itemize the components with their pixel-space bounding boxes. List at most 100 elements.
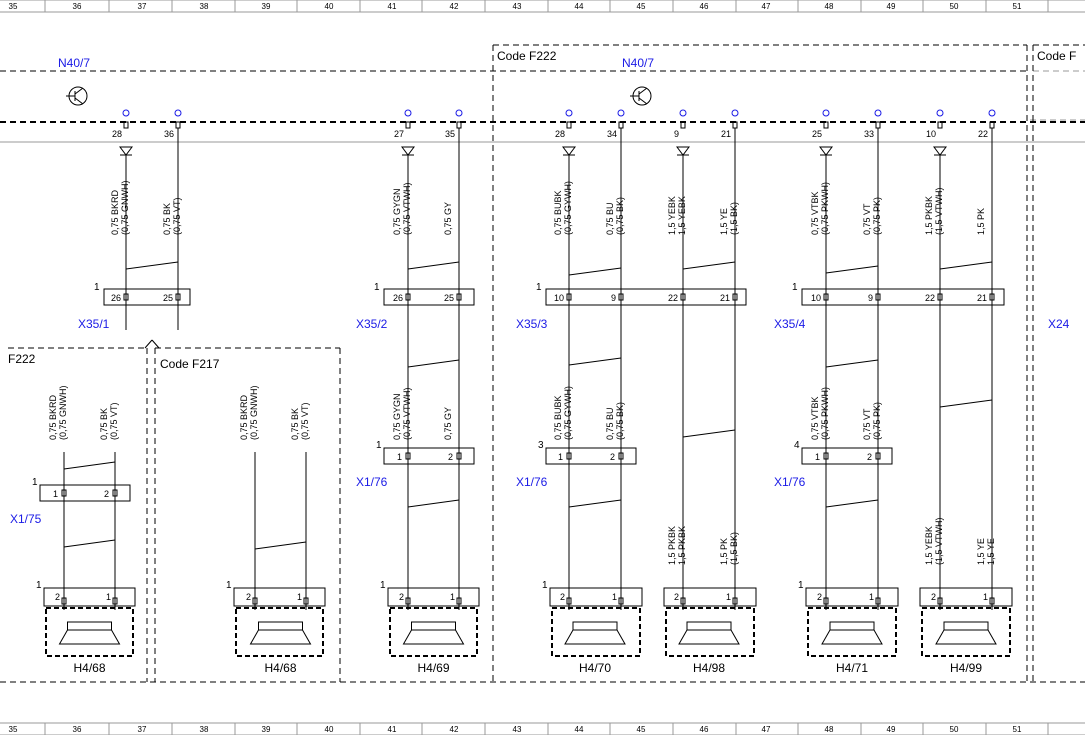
speaker-icon	[67, 621, 112, 631]
connector-x35	[103, 288, 191, 306]
speaker-icon	[943, 621, 989, 631]
plus-pin-icon	[404, 109, 412, 117]
connector-pin-number: 22	[668, 293, 678, 303]
wire-color-label: 0,75 VT	[862, 203, 872, 235]
wire-color-label: (0,75 GNWH)	[58, 385, 68, 440]
connector-index: 1	[36, 580, 42, 591]
connector-pin-number: 1	[397, 452, 402, 462]
connector-index: 1	[226, 580, 232, 591]
connector-pin-number: 2	[610, 452, 615, 462]
connector-pin-number: 2	[560, 592, 565, 602]
connector-pin-number: 2	[104, 489, 109, 499]
pin-number: 9	[674, 129, 679, 139]
wire-color-label: 0,75 GYGN	[392, 188, 402, 235]
wire-color-label: (0,75 PK)	[872, 197, 882, 235]
pin-terminal	[823, 121, 829, 129]
connector-pin	[252, 597, 258, 605]
wire-color-label: 0,75 VTBK	[810, 396, 820, 440]
connector-pin-number: 21	[720, 293, 730, 303]
wire-color-label: (0,75 VT)	[172, 197, 182, 235]
ruler-column-number: 41	[388, 725, 397, 734]
speaker-housing	[551, 607, 641, 657]
connector-pin	[732, 597, 738, 605]
connector-pin-number: 1	[53, 489, 58, 499]
speaker-icon	[686, 621, 732, 631]
wire-color-label: 0,75 BK	[99, 408, 109, 440]
connector-pin-number: 2	[448, 452, 453, 462]
pin-number: 35	[445, 129, 455, 139]
connector-index: 1	[376, 440, 382, 451]
wire-jump	[125, 261, 179, 270]
speaker-connector	[805, 587, 899, 607]
pin-terminal	[566, 121, 572, 129]
wire-color-label: 0,75 GY	[443, 407, 453, 440]
ruler-column-number: 38	[200, 2, 209, 11]
connector-pin-number: 2	[399, 592, 404, 602]
code-f222-label: Code F222	[497, 49, 557, 63]
pin-number: 36	[164, 129, 174, 139]
connector-pin	[566, 293, 572, 301]
wire-color-label: 1,5 YEBK	[924, 526, 934, 565]
ruler-column-number: 48	[825, 725, 834, 734]
pin-number: 28	[555, 129, 565, 139]
connector-pin	[989, 597, 995, 605]
ruler-column-number: 49	[887, 2, 896, 11]
connector-pin-number: 25	[444, 293, 454, 303]
transistor-icon	[638, 87, 648, 95]
ruler-column-number: 42	[450, 725, 459, 734]
plus-pin-icon	[565, 109, 573, 117]
connector-index: 1	[542, 580, 548, 591]
connector-pin	[989, 293, 995, 301]
ruler-column-number: 36	[73, 2, 82, 11]
speaker-label: H4/69	[417, 661, 449, 675]
wire-color-label: 1,5 YE	[719, 208, 729, 235]
connector-pin-number: 2	[931, 592, 936, 602]
wire-color-label: 0,75 GYGN	[392, 393, 402, 440]
connector-label: X35/1	[78, 317, 110, 331]
ruler-column-number: 38	[200, 725, 209, 734]
wire-jump	[568, 267, 622, 276]
minus-pin-icon	[455, 109, 463, 117]
wire-color-label: 1,5 PK	[976, 208, 986, 235]
wire-color-label: 0,75 BKRD	[48, 394, 58, 440]
fuse-triangle-icon	[562, 146, 576, 156]
speaker-housing	[665, 607, 755, 657]
connector-label: X24	[1048, 317, 1070, 331]
connector-pin	[456, 293, 462, 301]
connector-pin	[175, 293, 181, 301]
wire-color-label: (1,5 BK)	[729, 532, 739, 565]
ruler-column-number: 39	[262, 725, 271, 734]
ruler-column-number: 44	[575, 725, 584, 734]
connector-pin-number: 2	[867, 452, 872, 462]
module-label-n40-7: N40/7	[622, 56, 654, 70]
ruler-column-number: 36	[73, 725, 82, 734]
connector-pin	[405, 293, 411, 301]
connector-label: X1/75	[10, 512, 42, 526]
wire-color-label: (0,75 PKWH)	[820, 387, 830, 440]
pin-number: 10	[926, 129, 936, 139]
transistor-icon	[638, 97, 648, 105]
wire-jump	[825, 499, 879, 508]
connector-pin	[875, 597, 881, 605]
wire-jump	[568, 357, 622, 366]
wire-color-label: (0,75 VT)	[300, 402, 310, 440]
connector-x1	[39, 484, 131, 502]
wire-jump	[939, 399, 993, 408]
speaker-connector	[233, 587, 326, 607]
wire-color-label: 0,75 BK	[290, 408, 300, 440]
split-marker	[144, 339, 153, 349]
wire-color-label: 0,75 VTBK	[810, 191, 820, 235]
transistor-icon	[74, 87, 84, 95]
connector-pin-number: 9	[611, 293, 616, 303]
wire-color-label: 0,75 BKRD	[110, 189, 120, 235]
connector-pin-number: 26	[393, 293, 403, 303]
connector-x1	[545, 447, 637, 465]
speaker-icon	[249, 629, 312, 645]
wire-color-label: 1,5 YEBK	[667, 196, 677, 235]
fuse-triangle-icon	[676, 146, 690, 156]
wire-color-label: (0,75 BK)	[615, 197, 625, 235]
pin-number: 21	[721, 129, 731, 139]
ruler-column-number: 43	[513, 2, 522, 11]
pin-number: 25	[812, 129, 822, 139]
